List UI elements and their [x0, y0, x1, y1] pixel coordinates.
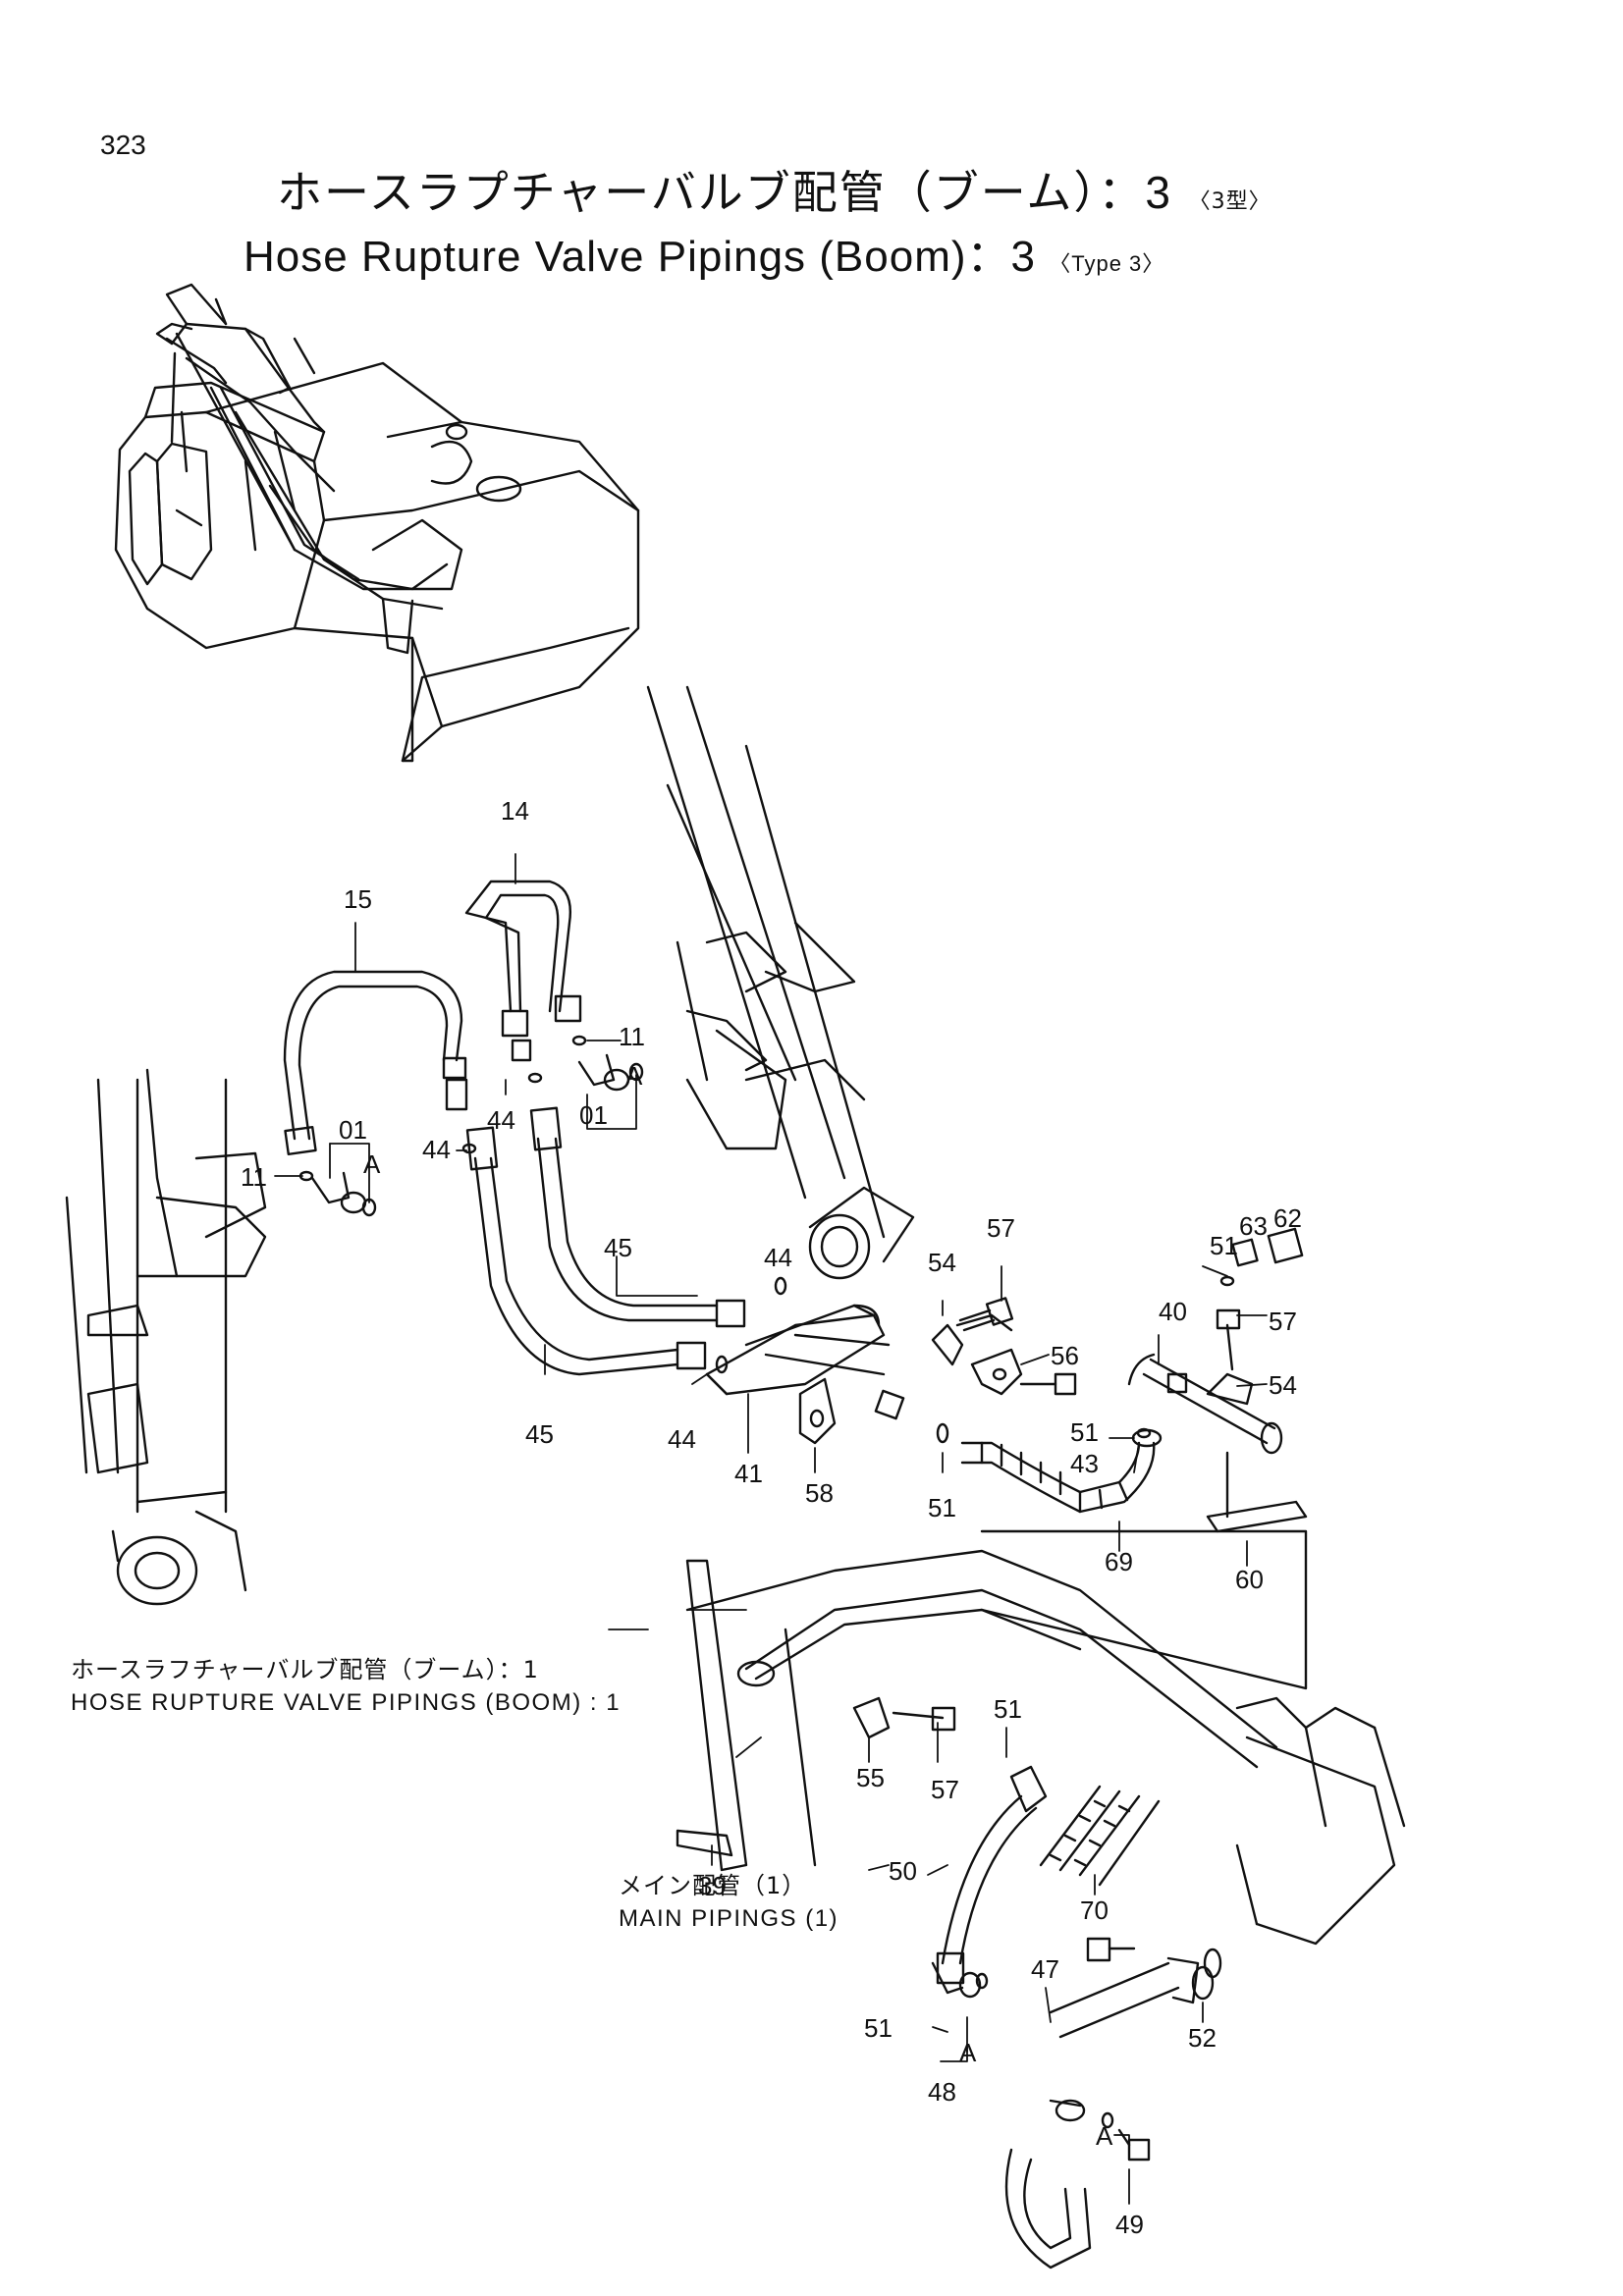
callout-57-top: 57	[987, 1213, 1015, 1243]
clamp-56-drawing	[970, 1348, 1077, 1396]
callout-55: 55	[856, 1763, 885, 1792]
hose-45-drawing	[465, 1106, 787, 1376]
callout-51-lower: 51	[864, 2013, 893, 2043]
callout-63: 63	[1239, 1211, 1268, 1241]
reference-boom1-ja: ホースラフチャーバルブ配管（ブーム）：1	[71, 1656, 539, 1683]
title-ja-number: ：3	[1098, 167, 1172, 218]
hose-50-drawing	[936, 1765, 1048, 1985]
callout-56: 56	[1051, 1341, 1079, 1370]
leader-lines	[274, 853, 1268, 2205]
callout-44-left: 44	[422, 1135, 451, 1164]
manifold-41-drawing	[705, 1304, 891, 1396]
excavator-overview-drawing	[114, 283, 640, 763]
callout-01-left: 01	[339, 1115, 367, 1145]
callout-54-right: 54	[1269, 1370, 1297, 1400]
callout-50: 50	[889, 1856, 917, 1886]
boom-cylinder-right-drawing	[646, 685, 915, 1280]
callout-45-lower: 45	[525, 1419, 554, 1449]
callout-43: 43	[1070, 1449, 1099, 1478]
bolt-top-47-drawing	[1086, 1937, 1136, 1962]
callout-51-bottom: 51	[994, 1694, 1022, 1724]
elbow-48-drawing	[931, 1961, 989, 1999]
callout-a-left: A	[363, 1149, 381, 1179]
reference-boom1-en: HOSE RUPTURE VALVE PIPINGS (BOOM) : 1	[71, 1689, 622, 1716]
callout-44-lower-center: 44	[668, 1424, 696, 1454]
callout-49: 49	[1115, 2210, 1144, 2239]
callout-54-left: 54	[928, 1248, 956, 1277]
callout-14: 14	[501, 796, 529, 826]
reference-main-en: MAIN PIPINGS (1)	[619, 1905, 839, 1932]
callout-44-upper-center: 44	[764, 1243, 792, 1272]
pipe-14-drawing	[464, 880, 582, 1062]
title-ja-text: ホースラプチャーバルブ配管（ブーム）	[277, 166, 1099, 219]
callout-11-left: 11	[241, 1162, 267, 1192]
elbow-01-right-drawing	[461, 1035, 644, 1154]
callout-labels: 14 15 11 A 44 44 01 01 A 11 45 45 44 44 …	[241, 796, 1302, 2239]
callout-51-top: 51	[1210, 1231, 1238, 1260]
callout-69: 69	[1105, 1547, 1133, 1576]
title-en-text: Hose Rupture Valve Pipings (Boom)	[243, 233, 967, 281]
plate-60-drawing	[1206, 1451, 1308, 1533]
callout-47: 47	[1031, 1954, 1059, 1984]
callout-01-right: 01	[579, 1100, 608, 1130]
callout-39: 39	[698, 1871, 727, 1900]
title-english: Hose Rupture Valve Pipings (Boom)：3 〈Typ…	[243, 221, 1164, 284]
callout-60: 60	[1235, 1565, 1264, 1594]
clamp-54-right-drawing	[1206, 1308, 1254, 1406]
callout-70: 70	[1080, 1896, 1109, 1925]
hose-70-drawing	[1039, 1785, 1161, 1887]
pipe-40-drawing	[1127, 1353, 1283, 1455]
callout-15: 15	[344, 884, 372, 914]
title-en-type: 〈Type 3〉	[1049, 251, 1165, 276]
callout-a-lower-right: A	[1096, 2121, 1113, 2151]
pipe-15-drawing	[283, 970, 468, 1156]
page-number: 323	[100, 130, 146, 160]
callout-40: 40	[1159, 1297, 1187, 1326]
callout-45-upper: 45	[604, 1233, 632, 1262]
callout-51-right: 51	[1070, 1417, 1099, 1447]
hose-43-drawing	[960, 1428, 1163, 1514]
callout-58: 58	[805, 1478, 834, 1508]
callout-41: 41	[734, 1459, 763, 1488]
fitting-center-drawing	[874, 1389, 949, 1444]
callout-62: 62	[1273, 1203, 1302, 1233]
pipe-47-drawing	[1004, 1956, 1215, 2269]
boom-cylinder-left-drawing	[65, 1068, 267, 1606]
callout-51-center: 51	[928, 1493, 956, 1522]
reference-main-ja: メイン配管（1）	[619, 1872, 807, 1899]
callout-44-mid: 44	[487, 1105, 515, 1135]
callout-11-right: 11	[619, 1022, 645, 1051]
callout-57-bottom: 57	[931, 1775, 959, 1804]
nut-62-63-drawing	[1136, 1227, 1304, 1439]
title-ja-type: 〈3型〉	[1188, 189, 1271, 214]
bracket-58-drawing	[798, 1377, 837, 1445]
oring-52-drawing	[1203, 1948, 1222, 1979]
callout-a-right: A	[625, 1061, 643, 1091]
callout-57-right: 57	[1269, 1307, 1297, 1336]
callout-a-lower-left: A	[959, 2038, 977, 2067]
callout-52: 52	[1188, 2023, 1217, 2053]
main-pipe-frame-drawing	[676, 1529, 1406, 1946]
callout-48: 48	[928, 2077, 956, 2107]
title-en-number: ：3	[966, 233, 1036, 281]
bolt-57-top-drawing	[958, 1297, 1014, 1332]
title-japanese: ホースラプチャーバルブ配管（ブーム）：3 〈3型〉	[277, 157, 1271, 222]
